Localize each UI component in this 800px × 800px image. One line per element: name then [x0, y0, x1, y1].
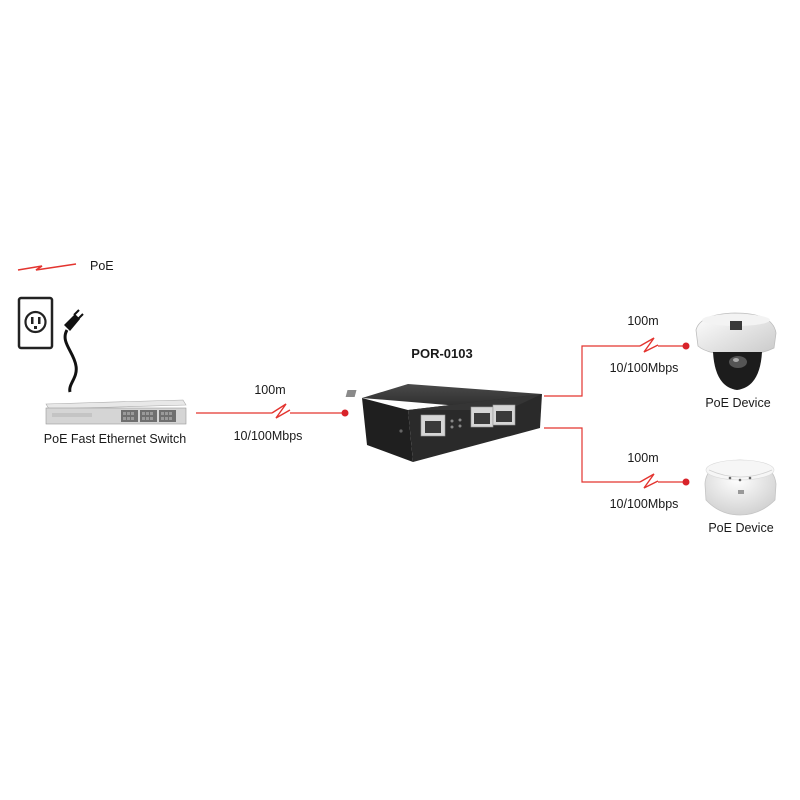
output-2-device-label: PoE Device — [708, 521, 774, 535]
switch-label: PoE Fast Ethernet Switch — [43, 432, 187, 446]
output-2-distance-label: 100m — [627, 451, 659, 465]
output-1-distance-label: 100m — [627, 314, 659, 328]
uplink-endpoint-dot — [341, 409, 349, 417]
power-outlet-icon — [17, 296, 54, 350]
legend-label: PoE — [90, 259, 114, 273]
dome-camera-icon — [695, 312, 777, 390]
output-1-speed-label: 10/100Mbps — [609, 361, 679, 375]
lightning-bolt-icon — [17, 263, 77, 271]
power-plug-icon — [63, 309, 84, 393]
splitter-model-label: POR-0103 — [411, 346, 473, 361]
output-2-speed-label: 10/100Mbps — [609, 497, 679, 511]
output-2-endpoint-dot — [682, 478, 690, 486]
network-switch-icon — [45, 399, 187, 425]
output-1-endpoint-dot — [682, 342, 690, 350]
uplink-poe-line — [196, 403, 349, 419]
access-point-icon — [704, 459, 777, 516]
uplink-speed-label: 10/100Mbps — [233, 429, 303, 443]
output-1-device-label: PoE Device — [705, 396, 771, 410]
uplink-distance-label: 100m — [254, 383, 286, 397]
poe-extender-icon — [345, 384, 542, 462]
output-branch-lines — [544, 337, 690, 489]
